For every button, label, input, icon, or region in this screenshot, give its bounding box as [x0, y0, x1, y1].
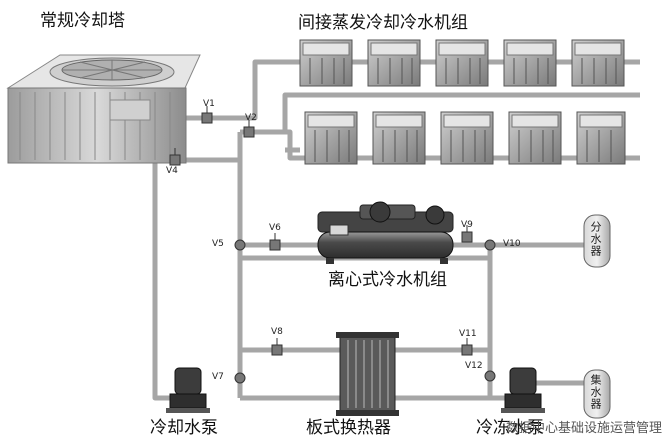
valve-v6[interactable]	[269, 233, 281, 251]
valve-v9[interactable]	[461, 225, 473, 243]
cooling-tower-label: 常规冷却塔	[40, 11, 125, 31]
supply-header-label: 分水器	[589, 221, 602, 257]
valve-v4[interactable]	[169, 148, 181, 166]
pipes	[152, 59, 640, 401]
centrifugal-chiller[interactable]	[317, 201, 454, 264]
chiller-unit	[299, 39, 353, 87]
valve-v11-label: V11	[459, 329, 477, 339]
chiller-unit	[503, 39, 557, 87]
watermark: 数据中心基础设施运营管理	[505, 421, 662, 436]
valve-v5-label: V5	[212, 239, 224, 249]
supply-header-tank[interactable]	[583, 214, 611, 268]
cooling-tower[interactable]	[6, 54, 201, 164]
valve-v5[interactable]	[234, 239, 246, 251]
pipe-riser-tower	[152, 150, 195, 401]
chiller-unit	[372, 111, 426, 165]
valve-v10[interactable]	[484, 239, 496, 251]
indirect-chillers-label: 间接蒸发冷却冷水机组	[298, 13, 468, 33]
valve-v2[interactable]	[243, 120, 255, 138]
valve-v1[interactable]	[201, 106, 213, 124]
chiller-unit	[576, 111, 626, 165]
chilled-pump-label: 冷冻水泵	[476, 418, 544, 438]
chiller-unit	[571, 39, 625, 87]
valve-v6-label: V6	[269, 223, 281, 233]
indirect-chiller-units	[299, 39, 626, 165]
cooling-pump-label: 冷却水泵	[150, 418, 218, 438]
valve-v12[interactable]	[484, 370, 496, 382]
valve-v11[interactable]	[461, 338, 473, 356]
chiller-unit	[435, 39, 489, 87]
valve-v12-label: V12	[465, 361, 483, 371]
valve-v8[interactable]	[271, 338, 283, 356]
valve-v7[interactable]	[234, 372, 246, 384]
valve-v4-label: V4	[166, 166, 178, 176]
cooling-water-pump[interactable]	[166, 367, 210, 413]
valve-v7-label: V7	[212, 372, 224, 382]
plate-heat-exchanger[interactable]	[336, 332, 399, 416]
chiller-unit	[367, 39, 421, 87]
plate-exchanger-label: 板式换热器	[306, 418, 391, 438]
chiller-unit	[508, 111, 562, 165]
chiller-unit	[440, 111, 494, 165]
valve-v1-label: V1	[203, 99, 215, 109]
return-header-tank[interactable]	[583, 369, 611, 419]
chilled-water-pump[interactable]	[501, 367, 545, 413]
valve-v9-label: V9	[461, 220, 473, 230]
pipe-second-supply	[240, 92, 640, 135]
valves	[169, 106, 496, 384]
valve-v10-label: V10	[503, 239, 521, 249]
centrifugal-chiller-label: 离心式冷水机组	[328, 270, 447, 290]
valve-v8-label: V8	[271, 327, 283, 337]
chiller-unit	[304, 111, 358, 165]
valve-v2-label: V2	[245, 113, 257, 123]
return-header-label: 集水器	[589, 374, 602, 410]
